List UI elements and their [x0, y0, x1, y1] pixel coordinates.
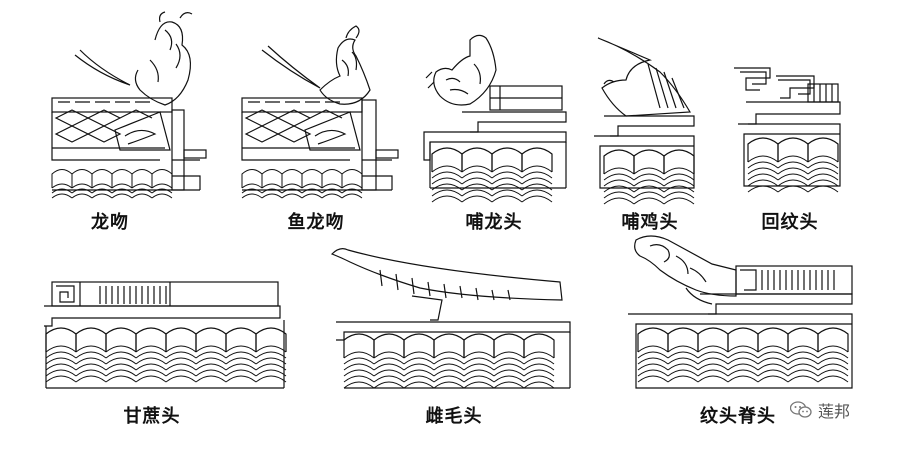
label-dragon-kiss: 龙吻 — [91, 212, 129, 233]
label-ganzhe-head: 甘蔗头 — [123, 406, 181, 427]
fish-dragon-kiss-drawing — [241, 25, 399, 199]
label-zhimao-head: 雌毛头 — [425, 406, 483, 427]
watermark: 莲邦 — [790, 398, 850, 422]
fret-head-drawing — [734, 67, 841, 193]
ganzhe-head-drawing — [44, 281, 287, 389]
dragon-kiss-drawing — [51, 11, 207, 199]
watermark-text: 莲邦 — [818, 402, 851, 421]
bulong-head-drawing — [423, 34, 567, 203]
label-bulong-head: 哺龙头 — [465, 212, 523, 233]
zhimao-head-drawing — [330, 248, 571, 389]
buji-head-drawing — [594, 37, 695, 205]
label-buji-head: 哺鸡头 — [621, 212, 679, 233]
label-pattern-ridge-head: 纹头脊头 — [700, 406, 776, 427]
label-fret-head: 回纹头 — [761, 212, 819, 233]
label-fish-dragon-kiss: 鱼龙吻 — [287, 212, 345, 233]
pattern-ridge-head-drawing — [628, 235, 853, 389]
wechat-icon — [790, 401, 812, 418]
